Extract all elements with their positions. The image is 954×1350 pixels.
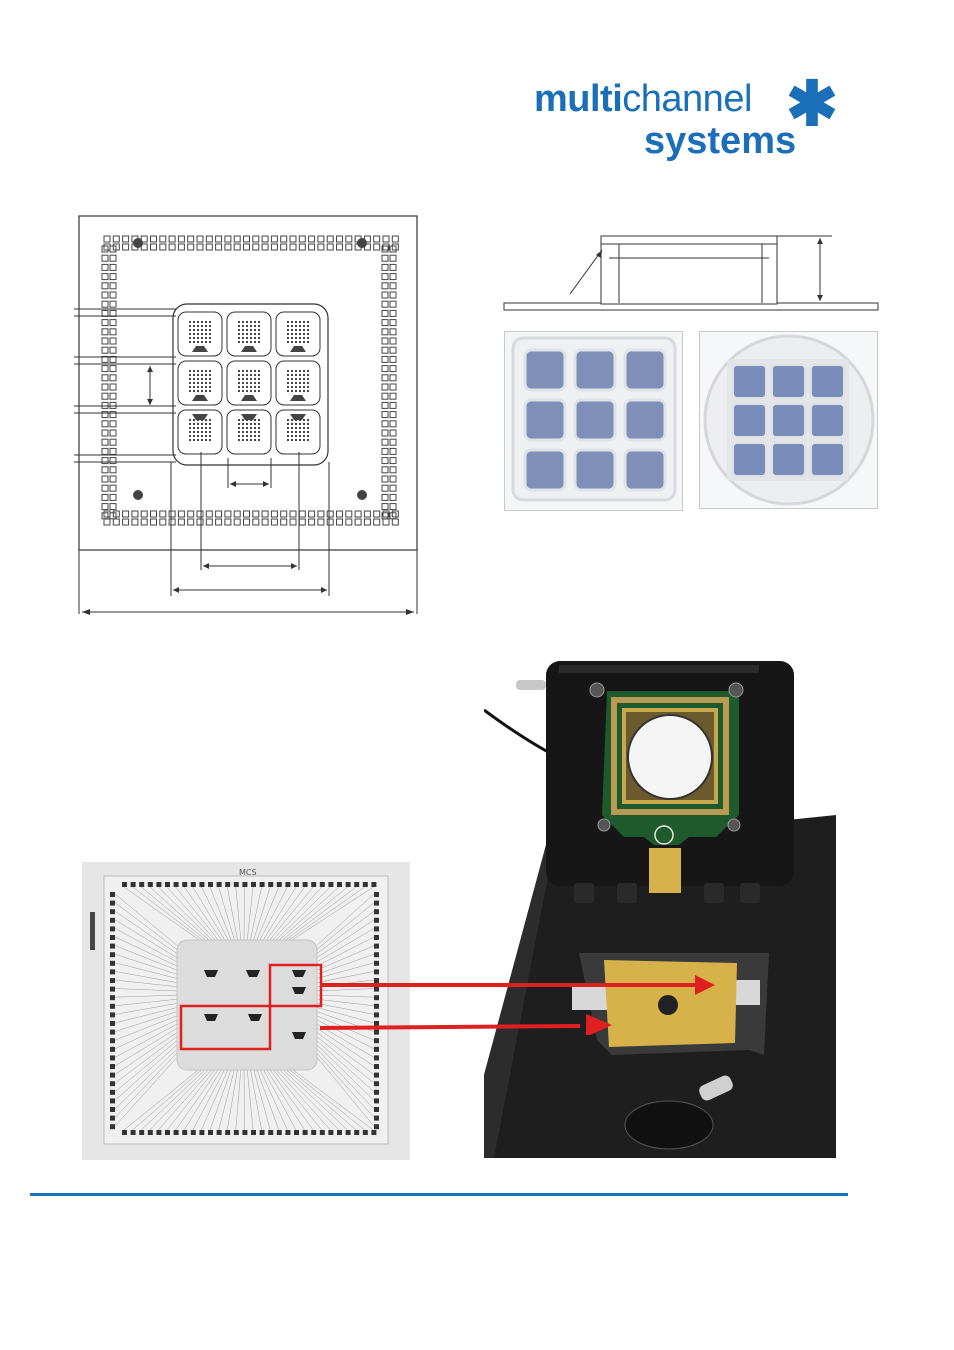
mount-hole [357, 490, 367, 500]
logo-channel: channel [622, 78, 752, 120]
multichannel-systems-logo: multichannel systems ✱ [534, 80, 834, 170]
logo-line2: systems [644, 122, 796, 160]
mea-top-view-drawing [74, 212, 426, 622]
wells-grid [178, 312, 320, 454]
logo-line1: multichannel [534, 80, 752, 118]
mount-hole [133, 238, 143, 248]
asterisk-icon: ✱ [786, 74, 838, 136]
chip-label: MCS [239, 868, 257, 877]
mount-hole [357, 238, 367, 248]
photo-mea-headstage [484, 655, 836, 1158]
photo-square-well-insert [504, 331, 683, 511]
logo-multi: multi [534, 78, 622, 120]
footer-divider [30, 1193, 848, 1196]
mount-hole [133, 490, 143, 500]
red-arrows [320, 965, 730, 1035]
mea-side-view-drawing [502, 226, 880, 314]
photo-round-well-insert [699, 331, 878, 509]
